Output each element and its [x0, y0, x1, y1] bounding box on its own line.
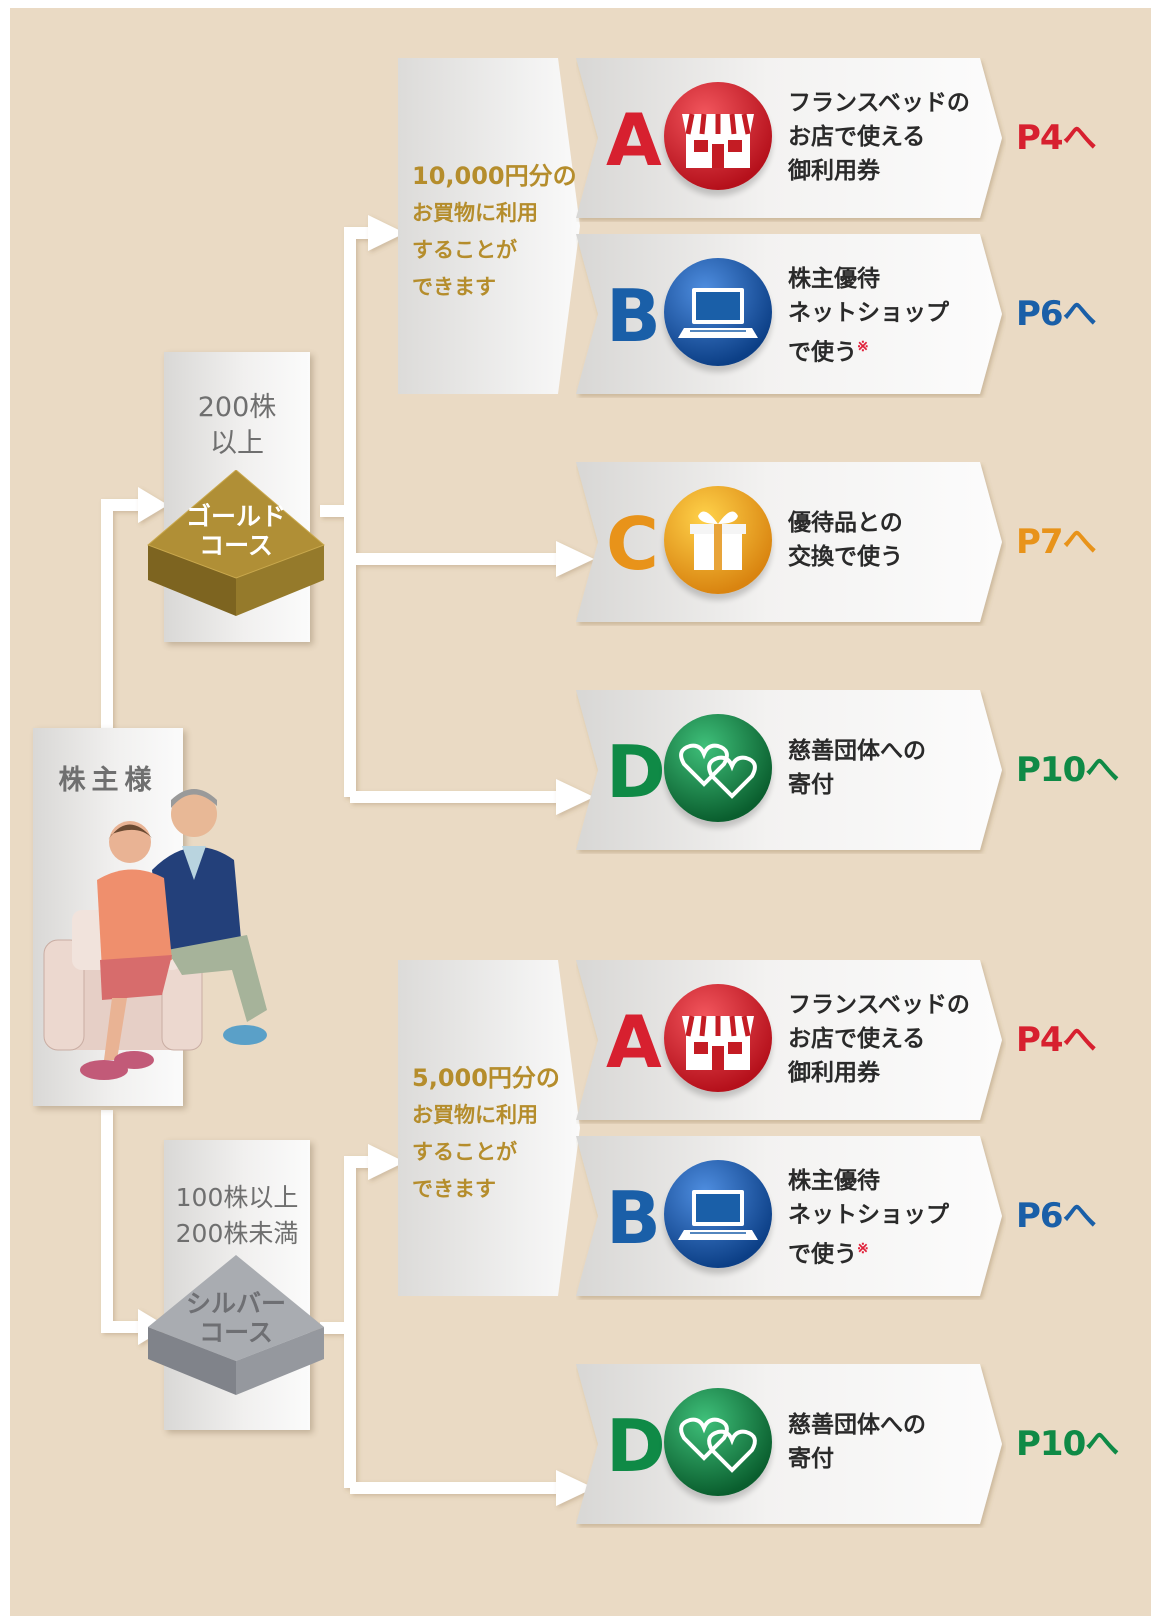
page-ref-silver-a[interactable]: P4へ: [1016, 1020, 1097, 1060]
option-text: フランスベッドの お店で使える 御利用券: [788, 89, 970, 184]
option-text: 株主優待 ネットショップ で使う※: [788, 1167, 949, 1268]
store-icon: [664, 82, 772, 190]
silver-amount-line4: できます: [412, 1177, 496, 1201]
silver-amount-line2: お買物に利用: [412, 1103, 538, 1127]
option-text: 慈善団体への 寄付: [788, 1411, 926, 1472]
gold-course-badge: ゴールド コース: [146, 469, 326, 620]
silver-amount-line1: 5,000円分の: [412, 1064, 560, 1092]
hearts-icon: [664, 714, 772, 822]
arrowhead: [556, 541, 594, 577]
page-ref-silver-b[interactable]: P6へ: [1016, 1196, 1097, 1236]
option-letter: D: [606, 730, 666, 814]
option-letter: C: [606, 502, 659, 586]
gold-amount-line1: 10,000円分の: [412, 162, 577, 190]
option-card-silver-d: D 慈善団体への 寄付: [576, 1364, 1006, 1528]
page-ref-silver-d[interactable]: P10へ: [1016, 1424, 1119, 1464]
arrowhead: [368, 1144, 405, 1180]
option-letter: B: [606, 1176, 661, 1260]
arrow-to-silver: [101, 1110, 140, 1333]
shareholder-label: 株主様: [58, 765, 158, 796]
gold-amount-text: 10,000円分の お買物に利用 することが できます: [412, 158, 577, 306]
laptop-icon: [664, 1160, 772, 1268]
laptop-icon: [664, 258, 772, 366]
store-icon: [664, 984, 772, 1092]
page-ref-gold-c[interactable]: P7へ: [1016, 522, 1097, 562]
page-ref-gold-d[interactable]: P10へ: [1016, 750, 1119, 790]
silver-branch-trunk: [344, 1156, 370, 1488]
gold-branch-trunk: [344, 227, 370, 797]
hearts-icon: [664, 1388, 772, 1496]
page-ref-gold-a[interactable]: P4へ: [1016, 118, 1097, 158]
option-text: 慈善団体への 寄付: [788, 737, 926, 798]
silver-amount-text: 5,000円分の お買物に利用 することが できます: [412, 1060, 560, 1208]
arrow-to-gold: [101, 499, 140, 735]
silver-amount-box: 5,000円分の お買物に利用 することが できます: [398, 960, 580, 1296]
gold-threshold-label: 200株 以上: [197, 392, 277, 459]
option-letter: A: [606, 1000, 662, 1084]
silver-badge-label: シルバー コース: [185, 1289, 286, 1347]
arrowhead: [556, 1470, 594, 1506]
option-letter: A: [606, 98, 662, 182]
arrowhead: [556, 779, 594, 815]
gold-amount-box: 10,000円分の お買物に利用 することが できます: [398, 58, 580, 394]
option-card-silver-a: A フランスベッドの お店で使える 御利用券: [576, 960, 1006, 1124]
footnote-mark: ※: [857, 1241, 869, 1257]
shareholder-couple-illustration: [43, 789, 267, 1080]
option-card-gold-a: A フランスベッドの お店で使える 御利用券: [576, 58, 1006, 222]
option-letter: B: [606, 274, 661, 358]
page-ref-gold-b[interactable]: P6へ: [1016, 294, 1097, 334]
gift-icon: [664, 486, 772, 594]
option-card-silver-b: B 株主優待 ネットショップ で使う※: [576, 1136, 1006, 1300]
option-text: 優待品との 交換で使う: [788, 509, 903, 570]
option-card-gold-d: D 慈善団体への 寄付: [576, 690, 1006, 854]
arrowhead: [138, 487, 168, 523]
option-text: フランスベッドの お店で使える 御利用券: [788, 991, 970, 1086]
gold-amount-line4: できます: [412, 275, 496, 299]
option-card-gold-c: C 優待品との 交換で使う: [576, 462, 1006, 626]
gold-amount-line3: することが: [412, 238, 517, 262]
silver-threshold-label: 100株以上 200株未満: [175, 1183, 299, 1248]
option-card-gold-b: B 株主優待 ネットショップ で使う※: [576, 234, 1006, 398]
silver-amount-line3: することが: [412, 1140, 517, 1164]
silver-course-badge: シルバー コース: [146, 1255, 326, 1405]
gold-amount-line2: お買物に利用: [412, 201, 538, 225]
footnote-mark: ※: [857, 339, 869, 355]
gold-badge-label: ゴールド コース: [185, 502, 286, 560]
option-letter: D: [606, 1404, 666, 1488]
arrowhead: [368, 215, 405, 251]
option-text: 株主優待 ネットショップ で使う※: [788, 265, 949, 366]
